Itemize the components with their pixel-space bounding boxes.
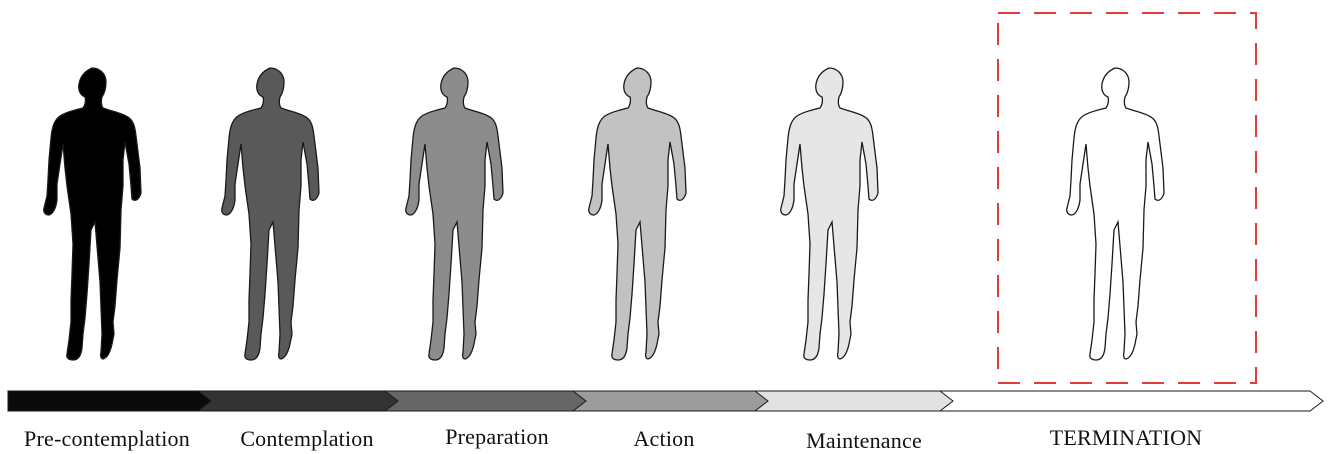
figure-termination-icon bbox=[1066, 67, 1165, 361]
arrow-action bbox=[568, 390, 769, 412]
figure-preparation-icon bbox=[405, 67, 504, 361]
figure-pre-contemplation-icon bbox=[43, 67, 142, 361]
stage-label-preparation: Preparation bbox=[445, 424, 549, 449]
stage-label-contemplation: Contemplation bbox=[240, 426, 374, 451]
stage-label-termination: TERMINATION bbox=[1049, 425, 1203, 450]
figure-contemplation-icon bbox=[221, 67, 320, 361]
arrow-contemplation bbox=[191, 390, 399, 412]
termination-highlight-box bbox=[997, 12, 1257, 384]
figure-action-icon bbox=[588, 67, 687, 361]
figure-maintenance-icon bbox=[780, 67, 879, 361]
stage-label-pre-contemplation: Pre-contemplation bbox=[24, 426, 190, 451]
stage-label-maintenance: Maintenance bbox=[806, 428, 922, 453]
arrow-preparation bbox=[380, 390, 587, 412]
arrow-maintenance bbox=[750, 390, 954, 412]
arrow-pre-contemplation bbox=[7, 390, 212, 412]
stage-label-action: Action bbox=[633, 426, 695, 451]
arrow-termination bbox=[933, 390, 1324, 412]
